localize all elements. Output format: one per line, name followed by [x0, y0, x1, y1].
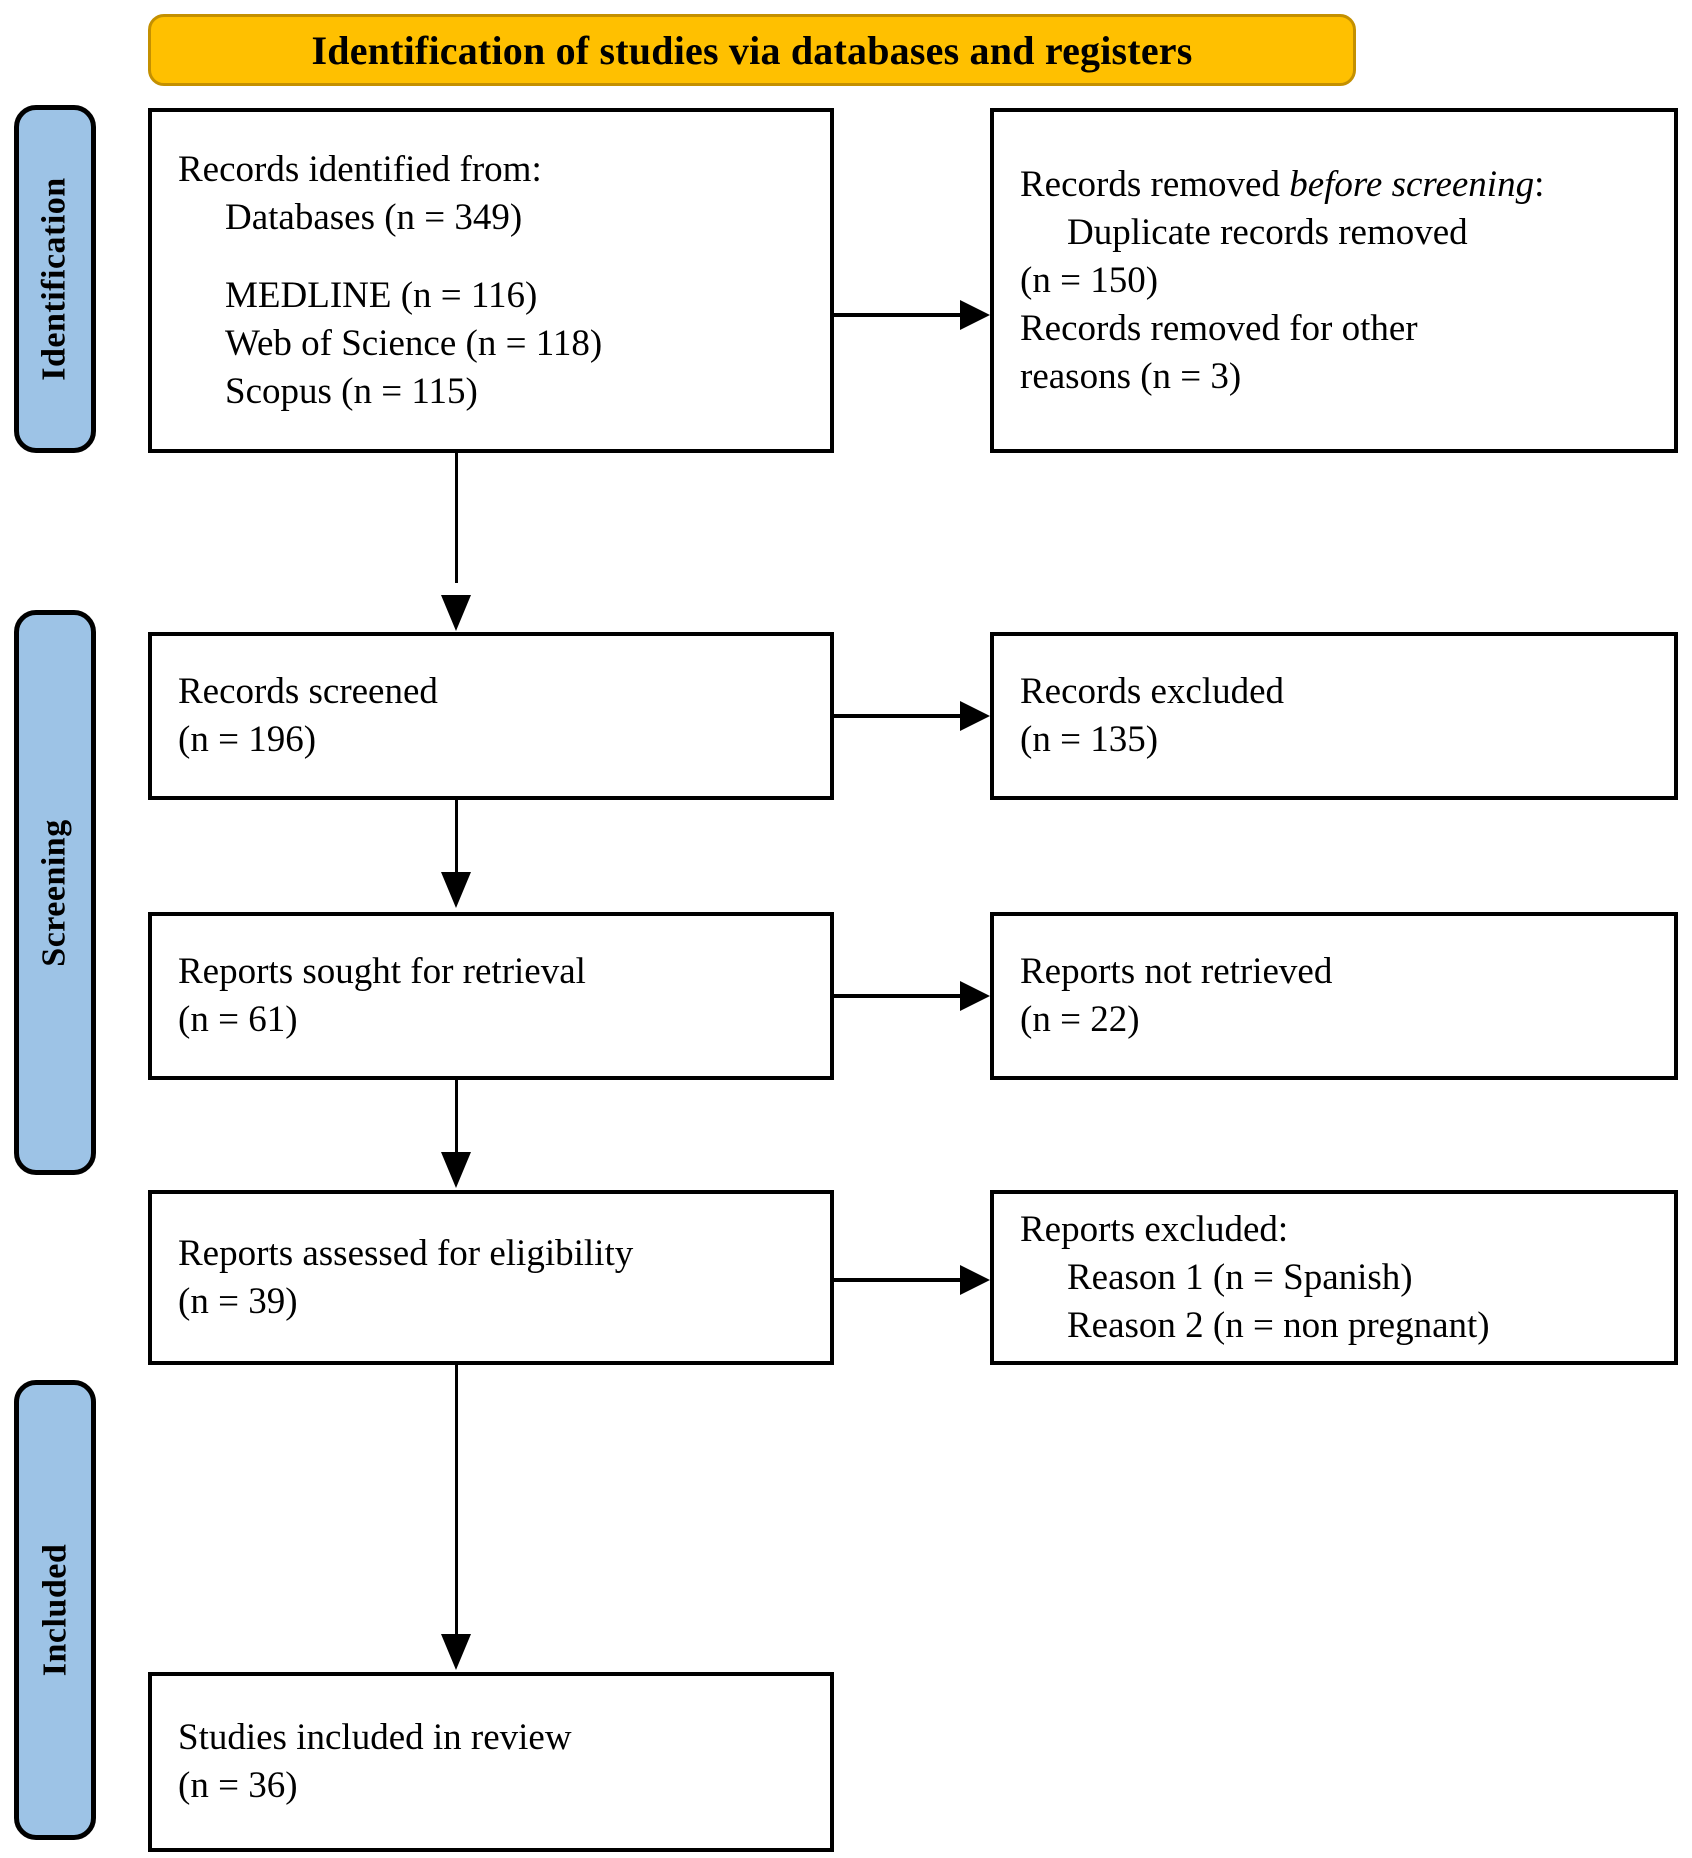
- box-records-screened: Records screened (n = 196): [148, 632, 834, 800]
- records-identified-source-scopus: Scopus (n = 115): [225, 370, 478, 412]
- reports-assessed-label: Reports assessed for eligibility: [178, 1232, 634, 1274]
- connector-assessed-to-excluded-line: [834, 1278, 962, 1282]
- connector-screened-to-excluded-line: [834, 714, 962, 718]
- connector-assessed-to-excluded-arrowhead: [960, 1265, 990, 1295]
- reports-sought-count: (n = 61): [178, 999, 298, 1040]
- records-removed-title: Records removed before screening:: [1020, 160, 1660, 208]
- phase-header-identification-banner: Identification of studies via databases …: [148, 14, 1356, 86]
- records-removed-other-count: reasons (n = 3): [1020, 355, 1242, 397]
- records-identified-source-web-of-science: Web of Science (n = 118): [225, 322, 603, 364]
- records-identified-source-medline: MEDLINE (n = 116): [225, 274, 538, 316]
- box-reports-sought-for-retrieval: Reports sought for retrieval (n = 61): [148, 912, 834, 1080]
- box-reports-excluded: Reports excluded: Reason 1 (n = Spanish)…: [990, 1190, 1678, 1365]
- connector-screened-to-excluded-arrowhead: [960, 701, 990, 731]
- studies-included-count: (n = 36): [178, 1765, 298, 1806]
- connector-identified-to-screened-arrowhead: [441, 595, 471, 631]
- connector-screened-to-sought-arrowhead: [441, 872, 471, 908]
- connector-assessed-to-included-arrowhead: [441, 1634, 471, 1670]
- records-screened-count: (n = 196): [178, 719, 317, 760]
- reports-excluded-title: Reports excluded:: [1020, 1208, 1289, 1250]
- phase-header-title: Identification of studies via databases …: [311, 27, 1193, 73]
- records-identified-title: Records identified from:: [178, 148, 542, 190]
- connector-identified-to-removed-arrowhead: [960, 300, 990, 330]
- stage-chip-screening: Screening: [14, 610, 96, 1175]
- connector-sought-to-assessed-arrowhead: [441, 1152, 471, 1188]
- records-excluded-count: (n = 135): [1020, 719, 1159, 760]
- records-removed-title-italic: before screening: [1289, 163, 1535, 205]
- connector-identified-to-screened-line: [455, 453, 458, 583]
- connector-identified-to-removed-line: [834, 313, 962, 317]
- box-reports-assessed-for-eligibility: Reports assessed for eligibility (n = 39…: [148, 1190, 834, 1365]
- connector-screened-to-sought-line: [455, 800, 458, 878]
- connector-assessed-to-included-line: [455, 1365, 458, 1640]
- box-reports-not-retrieved: Reports not retrieved (n = 22): [990, 912, 1678, 1080]
- box-studies-included-in-review: Studies included in review (n = 36): [148, 1672, 834, 1852]
- records-identified-spacer: [178, 241, 816, 271]
- records-removed-other-label: Records removed for other: [1020, 307, 1418, 349]
- records-removed-title-colon: :: [1534, 163, 1545, 205]
- reports-not-retrieved-label: Reports not retrieved: [1020, 950, 1333, 992]
- reports-assessed-count: (n = 39): [178, 1280, 298, 1322]
- reports-not-retrieved-count: (n = 22): [1020, 999, 1140, 1040]
- records-screened-label: Records screened: [178, 670, 438, 712]
- stage-chip-screening-label: Screening: [36, 818, 73, 967]
- box-records-identified: Records identified from: Databases (n = …: [148, 108, 834, 453]
- reports-excluded-reason-2: Reason 2 (n = non pregnant): [1067, 1304, 1490, 1346]
- connector-sought-to-not-retrieved-arrowhead: [960, 981, 990, 1011]
- connector-sought-to-not-retrieved-line: [834, 994, 962, 998]
- stage-chip-included: Included: [14, 1380, 96, 1840]
- records-removed-duplicate-label: Duplicate records removed: [1067, 211, 1468, 253]
- box-records-excluded: Records excluded (n = 135): [990, 632, 1678, 800]
- reports-excluded-reason-1: Reason 1 (n = Spanish): [1067, 1256, 1413, 1298]
- stage-chip-identification: Identification: [14, 105, 96, 453]
- records-excluded-label: Records excluded: [1020, 670, 1285, 712]
- records-identified-databases: Databases (n = 349): [225, 196, 523, 238]
- studies-included-label: Studies included in review: [178, 1716, 572, 1758]
- reports-sought-label: Reports sought for retrieval: [178, 950, 586, 992]
- stage-chip-identification-label: Identification: [36, 177, 74, 381]
- box-records-removed-before-screening: Records removed before screening: Duplic…: [990, 108, 1678, 453]
- records-removed-duplicate-count: (n = 150): [1020, 259, 1159, 301]
- connector-sought-to-assessed-line: [455, 1080, 458, 1158]
- records-removed-title-plain: Records removed: [1020, 163, 1290, 205]
- stage-chip-included-label: Included: [36, 1543, 73, 1677]
